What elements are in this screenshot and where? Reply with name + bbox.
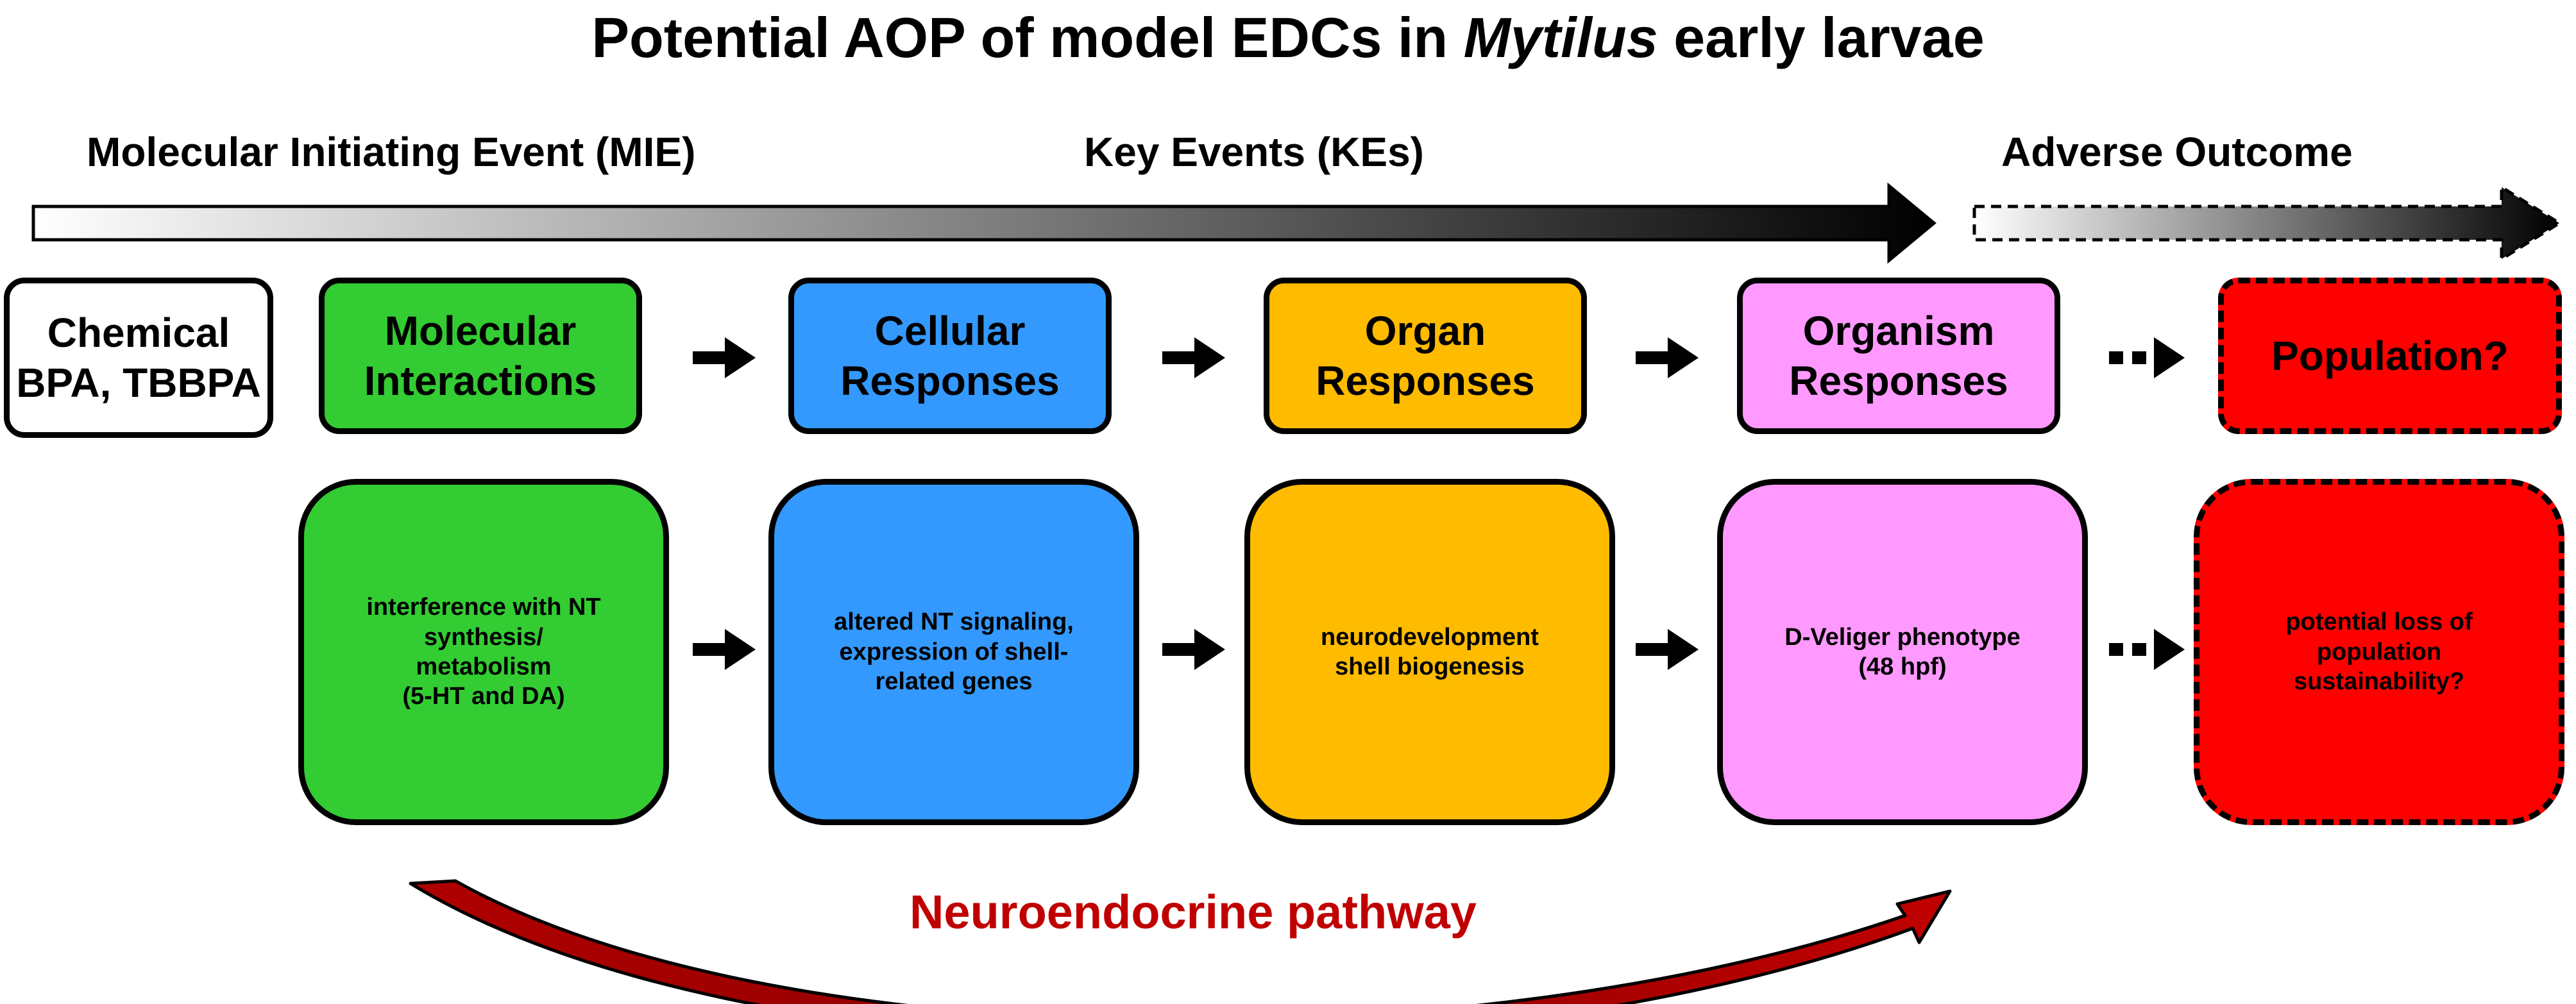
- detail-line: potential loss of: [2285, 608, 2473, 636]
- diagram-title: Potential AOP of model EDCs in Mytilus e…: [0, 5, 2576, 71]
- chemical-box: Chemical BPA, TBBPA: [4, 278, 273, 438]
- level-line2: Responses: [1789, 358, 2008, 404]
- title-italic: Mytilus: [1463, 6, 1658, 69]
- level-box-population: Population?: [2218, 278, 2562, 434]
- detail-box-population: potential loss of population sustainabil…: [2194, 479, 2564, 825]
- level-box-organ: Organ Responses: [1264, 278, 1587, 434]
- level-line2: Responses: [1316, 358, 1535, 404]
- title-pre: Potential AOP of model EDCs in: [591, 6, 1464, 69]
- detail-line: neurodevelopment: [1321, 623, 1539, 651]
- level-line1: Organ: [1364, 307, 1486, 354]
- detail-box-organ: neurodevelopment shell biogenesis: [1244, 479, 1615, 825]
- connector-arrow-r1-3: [1636, 337, 1699, 378]
- detail-box-organism: D-Veliger phenotype (48 hpf): [1717, 479, 2088, 825]
- level-box-organism: Organism Responses: [1737, 278, 2060, 434]
- level-line1: Cellular: [874, 307, 1026, 354]
- detail-line: population: [2316, 638, 2442, 665]
- detail-line: (5-HT and DA): [402, 683, 565, 710]
- level-line2: Interactions: [364, 358, 597, 404]
- detail-line: (48 hpf): [1858, 653, 1947, 680]
- level-box-molecular: Molecular Interactions: [319, 278, 642, 434]
- detail-box-molecular: interference with NT synthesis/ metaboli…: [298, 479, 669, 825]
- stage-ao-label: Adverse Outcome: [2001, 129, 2353, 175]
- detail-line: synthesis/: [424, 623, 543, 651]
- stage-kes-label: Key Events (KEs): [1084, 129, 1424, 175]
- connector-arrow-r2-4: [2154, 629, 2185, 670]
- stage-mie-label: Molecular Initiating Event (MIE): [87, 129, 696, 175]
- detail-line: expression of shell-: [839, 638, 1069, 665]
- row2-connectors: [693, 629, 2185, 670]
- connector-arrow-r1-2: [1162, 337, 1225, 378]
- detail-box-cellular: altered NT signaling, expression of shel…: [768, 479, 1139, 825]
- title-post: early larvae: [1657, 6, 1985, 69]
- detail-line: altered NT signaling,: [834, 608, 1074, 636]
- connector-arrow-r1-4: [2154, 337, 2185, 378]
- connector-arrow-r1-1: [693, 337, 756, 378]
- detail-line: related genes: [875, 668, 1033, 696]
- level-line1: Organism: [1802, 307, 1995, 354]
- main-gradient-arrow: [31, 182, 1936, 264]
- neuroendocrine-curve-arrow: [409, 879, 1952, 1004]
- detail-line: D-Veliger phenotype: [1784, 623, 2021, 651]
- detail-line: interference with NT: [366, 594, 601, 621]
- level-line1: Molecular: [384, 307, 577, 354]
- adverse-outcome-arrow: [1972, 184, 2563, 262]
- level-box-cellular: Cellular Responses: [788, 278, 1112, 434]
- level-line1: Population?: [2271, 332, 2509, 379]
- level-line2: Responses: [840, 358, 1060, 404]
- connector-arrow-r2-3: [1636, 629, 1699, 670]
- detail-line: sustainability?: [2293, 668, 2465, 696]
- detail-line: metabolism: [416, 653, 552, 680]
- detail-line: shell biogenesis: [1335, 653, 1525, 680]
- connector-arrow-r2-1: [693, 629, 756, 670]
- row1-connectors: [693, 337, 2185, 378]
- chemical-line1: Chemical: [47, 309, 230, 356]
- pathway-label: Neuroendocrine pathway: [909, 885, 1477, 939]
- chemical-line2: BPA, TBBPA: [16, 360, 261, 406]
- connector-arrow-r2-2: [1162, 629, 1225, 670]
